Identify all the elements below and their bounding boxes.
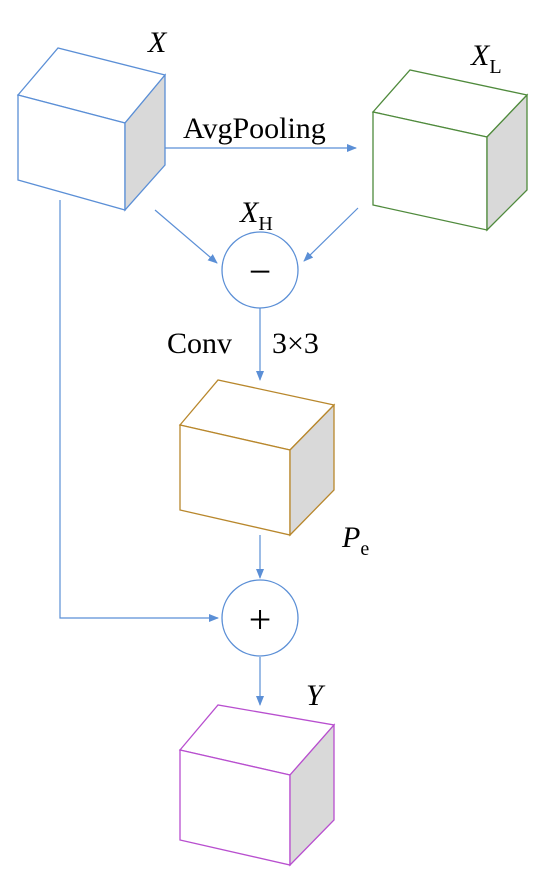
label-pe: Pe <box>341 521 369 560</box>
cube-pe <box>178 379 336 537</box>
add-symbol: + <box>249 597 272 642</box>
label-x-low-main: X <box>470 39 491 72</box>
label-conv: Conv <box>167 327 232 360</box>
arrow-x-to-subtract <box>154 209 218 264</box>
label-x-low: XL <box>470 39 502 78</box>
add-operator: + <box>221 579 299 657</box>
cube-x-low <box>371 69 529 232</box>
label-x-low-sub: L <box>489 56 501 78</box>
label-x-high-sub: H <box>258 213 272 235</box>
cube-y <box>178 704 336 867</box>
arrow-skip-connection <box>59 200 219 622</box>
subtract-symbol: − <box>249 249 272 294</box>
cube-x <box>16 47 167 212</box>
label-pe-sub: e <box>360 538 369 560</box>
arrow-xl-to-subtract <box>303 207 359 262</box>
subtract-operator: − <box>221 231 299 309</box>
label-pe-main: P <box>341 521 360 554</box>
label-conv-size: 3×3 <box>272 327 319 360</box>
label-avgpooling: AvgPooling <box>183 112 326 145</box>
label-x-high-main: X <box>239 196 260 229</box>
label-x-high: XH <box>239 196 273 235</box>
label-y: Y <box>306 679 326 712</box>
label-x: X <box>147 26 168 59</box>
